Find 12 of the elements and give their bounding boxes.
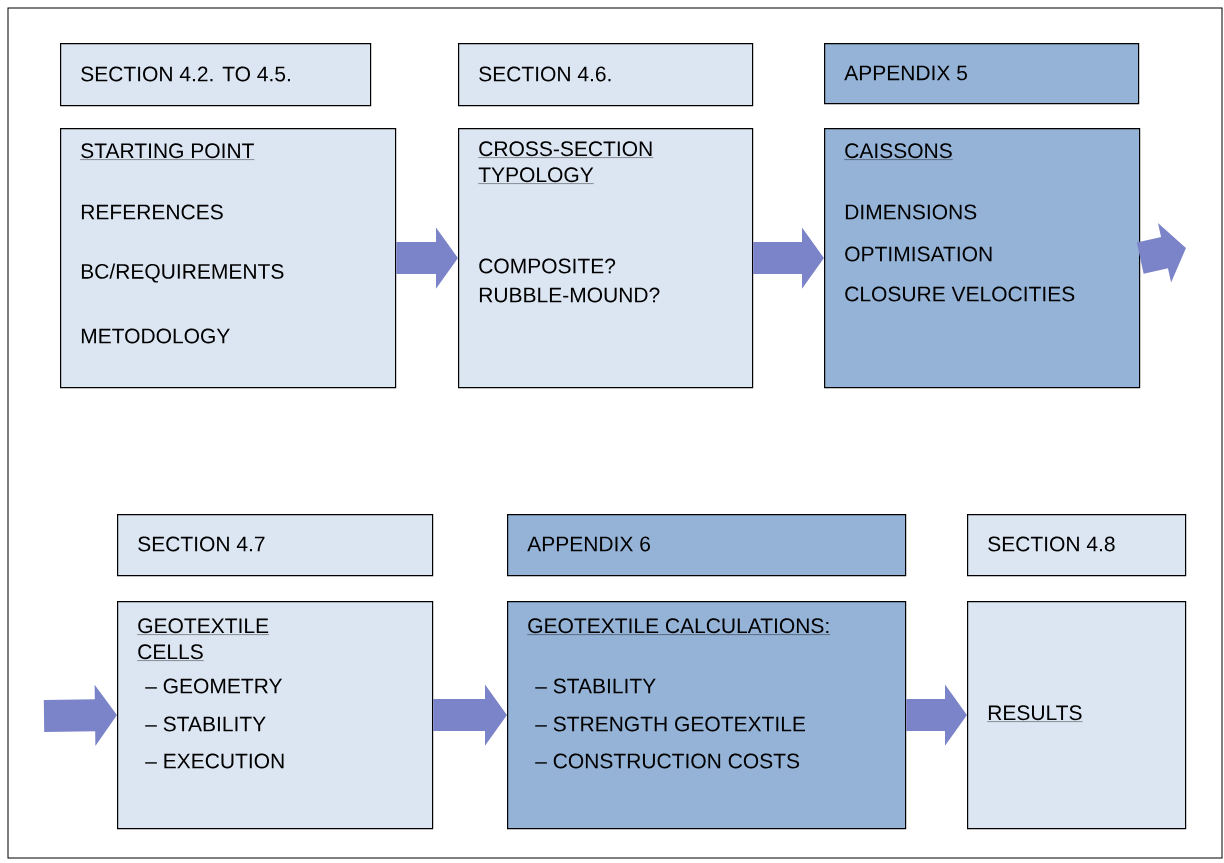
process-box: CROSS-SECTION TYPOLOGY COMPOSITE? RUBBLE-MOUND? [458, 128, 754, 389]
section-box: SECTION 4.2. TO 4.5. [60, 43, 372, 107]
process-box: GEOTEXTILE CALCULATIONS: – STABILITY – STRENGTH GEOTEXTILE – CONSTRUCTION COSTS [507, 601, 907, 830]
section-box: SECTION 4.7 [117, 514, 434, 577]
process-box: RESULTS [967, 601, 1187, 830]
section-box: APPENDIX 5 [824, 43, 1140, 105]
process-box: STARTING POINT REFERENCES BC/REQUIREMENTS METODOLOGY [60, 128, 397, 389]
process-box: GEOTEXTILE CELLS – GEOMETRY – STABILITY – EXECUTION [117, 601, 434, 830]
section-box: SECTION 4.6. [458, 43, 754, 107]
process-box: CAISSONS DIMENSIONS OPTIMISATION CLOSURE VELOCITIES [824, 128, 1141, 389]
section-box: APPENDIX 6 [507, 514, 907, 577]
section-box: SECTION 4.8 [967, 514, 1187, 577]
